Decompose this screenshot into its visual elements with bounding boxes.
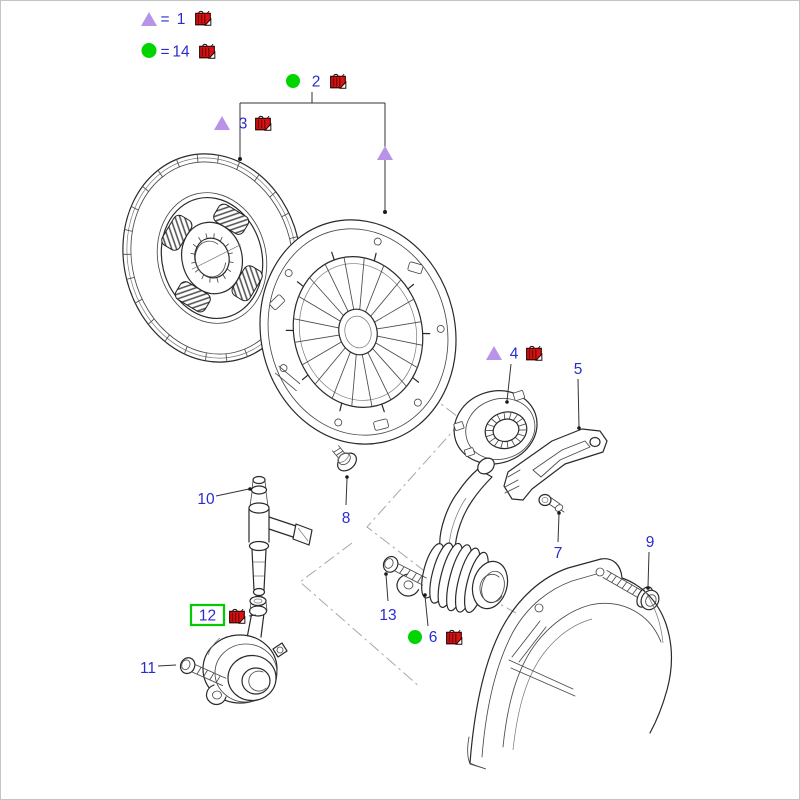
callout-3: 3: [214, 115, 272, 133]
legend-equals: =: [160, 11, 169, 28]
callout-11: 11: [140, 660, 156, 677]
release-bearing-drawing: [453, 390, 538, 465]
cart-icon[interactable]: [194, 10, 212, 26]
callout-8: 8: [342, 510, 351, 527]
pin-bolt-7-drawing: [538, 493, 565, 513]
part-number-5[interactable]: 5: [574, 361, 583, 378]
callout-2: 2: [286, 73, 347, 91]
bolt-13-drawing: [382, 555, 427, 586]
part-number-10[interactable]: 10: [197, 491, 215, 508]
part-number-11[interactable]: 11: [140, 660, 156, 677]
cart-icon[interactable]: [198, 43, 216, 59]
part-number-12[interactable]: 12: [199, 608, 216, 625]
callout-9: 9: [646, 534, 655, 551]
callout-5: 5: [574, 361, 583, 378]
clutch-disc-drawing: [122, 153, 302, 363]
callout-6: 6: [408, 629, 463, 646]
bolt-8-drawing: [331, 445, 357, 472]
callout-10: 10: [197, 491, 215, 508]
triangle-marker: [141, 12, 157, 26]
cart-icon[interactable]: [329, 73, 347, 89]
slave-cylinder-6-drawing: [396, 457, 509, 614]
part-number-4[interactable]: 4: [510, 346, 519, 363]
callout-leader-lines: [157, 92, 650, 667]
bolt-11-drawing: [179, 657, 227, 686]
part-number-9[interactable]: 9: [646, 534, 655, 551]
part-number-13[interactable]: 13: [379, 607, 396, 624]
cart-icon[interactable]: [445, 629, 463, 645]
dot-marker: [141, 43, 157, 58]
cart-icon[interactable]: [228, 608, 246, 624]
callouts: 2 3 4 5 6 7 8 9 10: [140, 73, 655, 677]
triangle-marker-on-line: [377, 146, 393, 160]
callout-12-highlighted: 12: [189, 603, 246, 627]
dot-marker: [408, 630, 422, 644]
part-number-2[interactable]: 2: [312, 74, 321, 91]
dot-marker: [286, 74, 300, 88]
part-number-6[interactable]: 6: [429, 629, 438, 646]
cart-icon[interactable]: [525, 345, 543, 361]
legend: = 1 = 14: [141, 10, 216, 61]
part-number-3[interactable]: 3: [239, 116, 248, 133]
callout-13: 13: [379, 607, 396, 624]
callout-7: 7: [554, 545, 563, 562]
bell-housing-drawing: [467, 558, 672, 770]
slave-cylinder-12-drawing: [202, 595, 288, 706]
triangle-marker: [214, 116, 230, 130]
selection-highlight-box: [189, 603, 226, 627]
cart-icon[interactable]: [254, 115, 272, 131]
legend-equals: =: [160, 44, 169, 61]
legend-dot-count: 14: [172, 44, 190, 61]
part-number-8[interactable]: 8: [342, 510, 351, 527]
pressure-plate-drawing: [259, 219, 457, 445]
legend-triangle-count: 1: [177, 11, 186, 28]
callout-4: 4: [486, 345, 543, 363]
part-number-7[interactable]: 7: [554, 545, 563, 562]
release-fork-drawing: [503, 428, 608, 501]
triangle-marker: [486, 346, 502, 360]
